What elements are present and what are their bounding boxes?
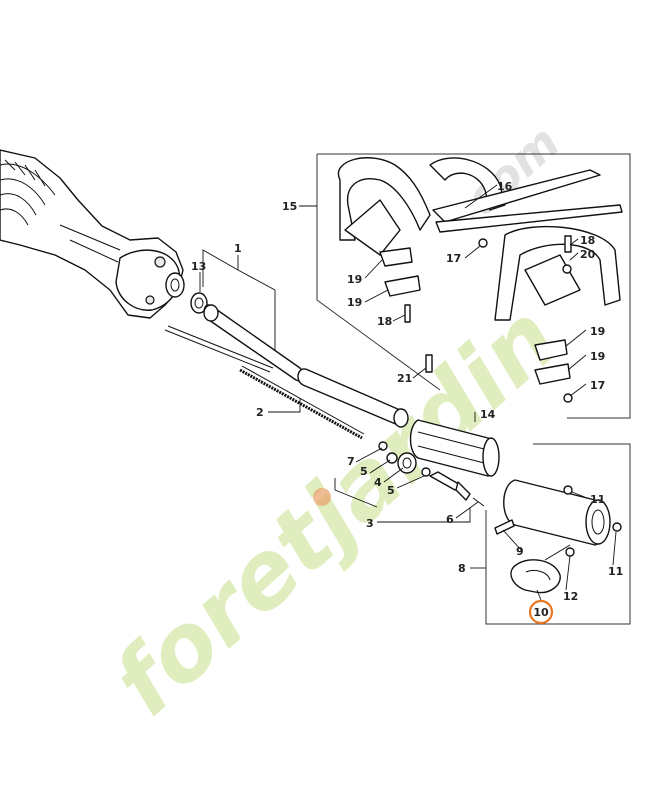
tube-part — [203, 304, 306, 382]
handle-clamp-group — [485, 443, 631, 625]
watermark: foretjardin .com — [93, 115, 578, 736]
bushing-part — [190, 292, 208, 314]
callout-19-b: 19 — [347, 296, 362, 309]
callout-3: 3 — [366, 517, 374, 530]
engine-housing — [0, 149, 185, 319]
callout-1: 1 — [234, 242, 242, 255]
leader-lines — [199, 184, 617, 601]
callout-17-lower: 17 — [590, 379, 605, 392]
callout-13: 13 — [191, 260, 206, 273]
callout-19-a: 19 — [347, 273, 362, 286]
callout-11-lower: 11 — [608, 565, 623, 578]
callouts: 1 2 3 4 5 5 6 7 8 9 11 11 12 13 14 15 16… — [191, 180, 623, 603]
knob-part — [510, 559, 561, 594]
callout-15: 15 — [282, 200, 297, 213]
callout-2: 2 — [256, 406, 264, 419]
shaft-assembly — [164, 292, 500, 507]
callout-5-upper: 5 — [360, 465, 368, 478]
callout-14: 14 — [480, 408, 496, 421]
callout-10: 10 — [533, 606, 549, 619]
highlight-callout-10[interactable]: 10 — [528, 599, 554, 625]
callout-17-upper: 17 — [446, 252, 461, 265]
callout-21: 21 — [397, 372, 412, 385]
callout-19-c: 19 — [590, 325, 605, 338]
callout-20: 20 — [580, 248, 596, 261]
callout-19-d: 19 — [590, 350, 605, 363]
highlight-ring — [528, 599, 554, 625]
callout-6: 6 — [446, 513, 454, 526]
callout-9: 9 — [516, 545, 524, 558]
loop-handle-group — [316, 153, 631, 419]
watermark-dot — [313, 488, 331, 506]
callout-4: 4 — [374, 476, 382, 489]
callout-18-right: 18 — [580, 234, 595, 247]
callout-18-left: 18 — [377, 315, 392, 328]
callout-11-upper: 11 — [590, 493, 605, 506]
callout-16: 16 — [497, 180, 513, 193]
callout-7: 7 — [347, 455, 355, 468]
callout-8: 8 — [458, 562, 466, 575]
callout-12: 12 — [563, 590, 578, 603]
callout-5-lower: 5 — [387, 484, 395, 497]
